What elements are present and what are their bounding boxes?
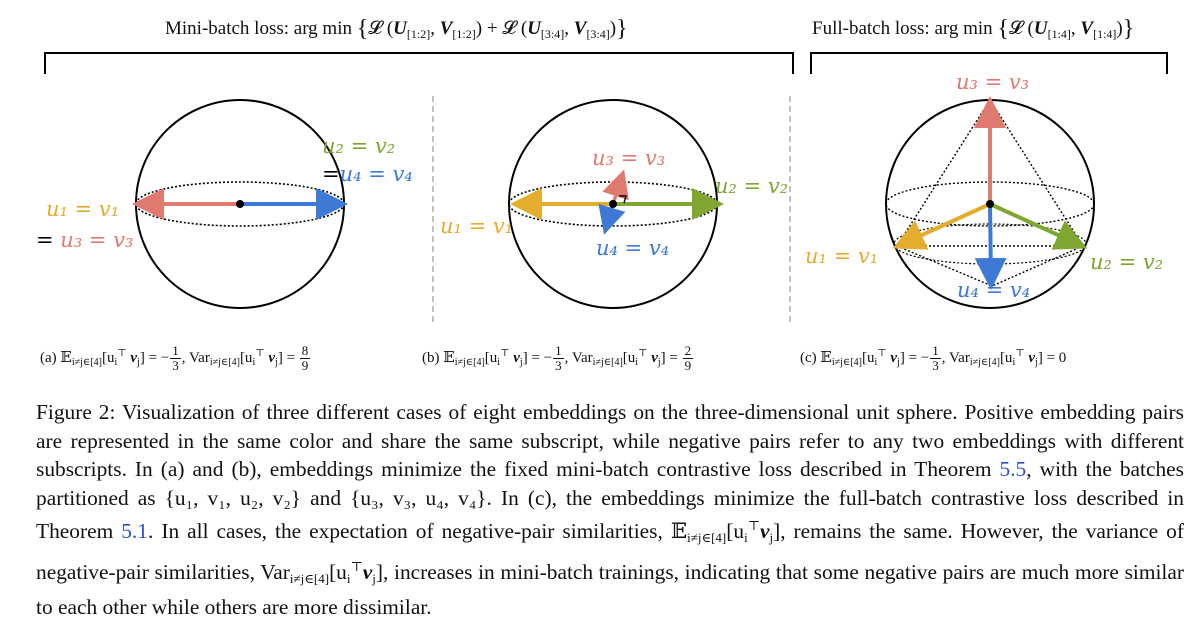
panel-a-label-u1v1: u₁ = v₁ — [46, 197, 120, 221]
panel-c-label-u2v2: u₂ = v₂ — [1090, 250, 1164, 274]
figure-caption: Figure 2: Visualization of three differe… — [36, 400, 1184, 620]
theorem-5-5-link[interactable]: 5.5 — [999, 457, 1027, 481]
panel-b-red-arrow — [602, 169, 629, 205]
mini-batch-title: Mini-batch loss: arg min {𝓛 (U[1:2], V[1… — [165, 16, 628, 42]
panel-b-blue-arrow — [598, 203, 626, 235]
panel-c-green-arrow — [989, 202, 1088, 250]
figure-illustration — [132, 96, 1095, 326]
panel-a-label-u3v3: = u₃ = v₃ — [36, 228, 134, 252]
panel-b-label-u2v2: u₂ = v₂ — [715, 174, 789, 198]
full-batch-bracket — [810, 52, 1168, 74]
panel-b-label-u3v3: u₃ = v₃ — [592, 146, 666, 170]
panel-c-label-u4v4: u₄ = v₄ — [957, 278, 1031, 302]
theorem-5-1-link[interactable]: 5.1 — [121, 519, 148, 544]
panel-b-label-u1v1: u₁ = v₁ — [440, 214, 514, 238]
mini-batch-bracket — [44, 52, 794, 74]
panel-c-label-u1v1: u₁ = v₁ — [805, 244, 879, 268]
panel-c-sphere — [885, 96, 1095, 309]
panel-b-sphere — [508, 99, 724, 309]
panel-c-blue-arrow — [974, 203, 1007, 290]
panel-b-label-u4v4: u₄ = v₄ — [596, 236, 670, 260]
panel-c-yellow-arrow — [892, 202, 991, 250]
panel-a-label-u2v2: u₂ = v₂ — [322, 134, 396, 158]
full-batch-title: Full-batch loss: arg min {𝓛 (U[1:4], V[1… — [812, 16, 1135, 42]
panel-a-sphere — [132, 99, 348, 309]
panel-a-label-u4v4: =u₄ = v₄ — [322, 162, 413, 186]
panel-c-label-u3v3: u₃ = v₃ — [956, 70, 1030, 94]
